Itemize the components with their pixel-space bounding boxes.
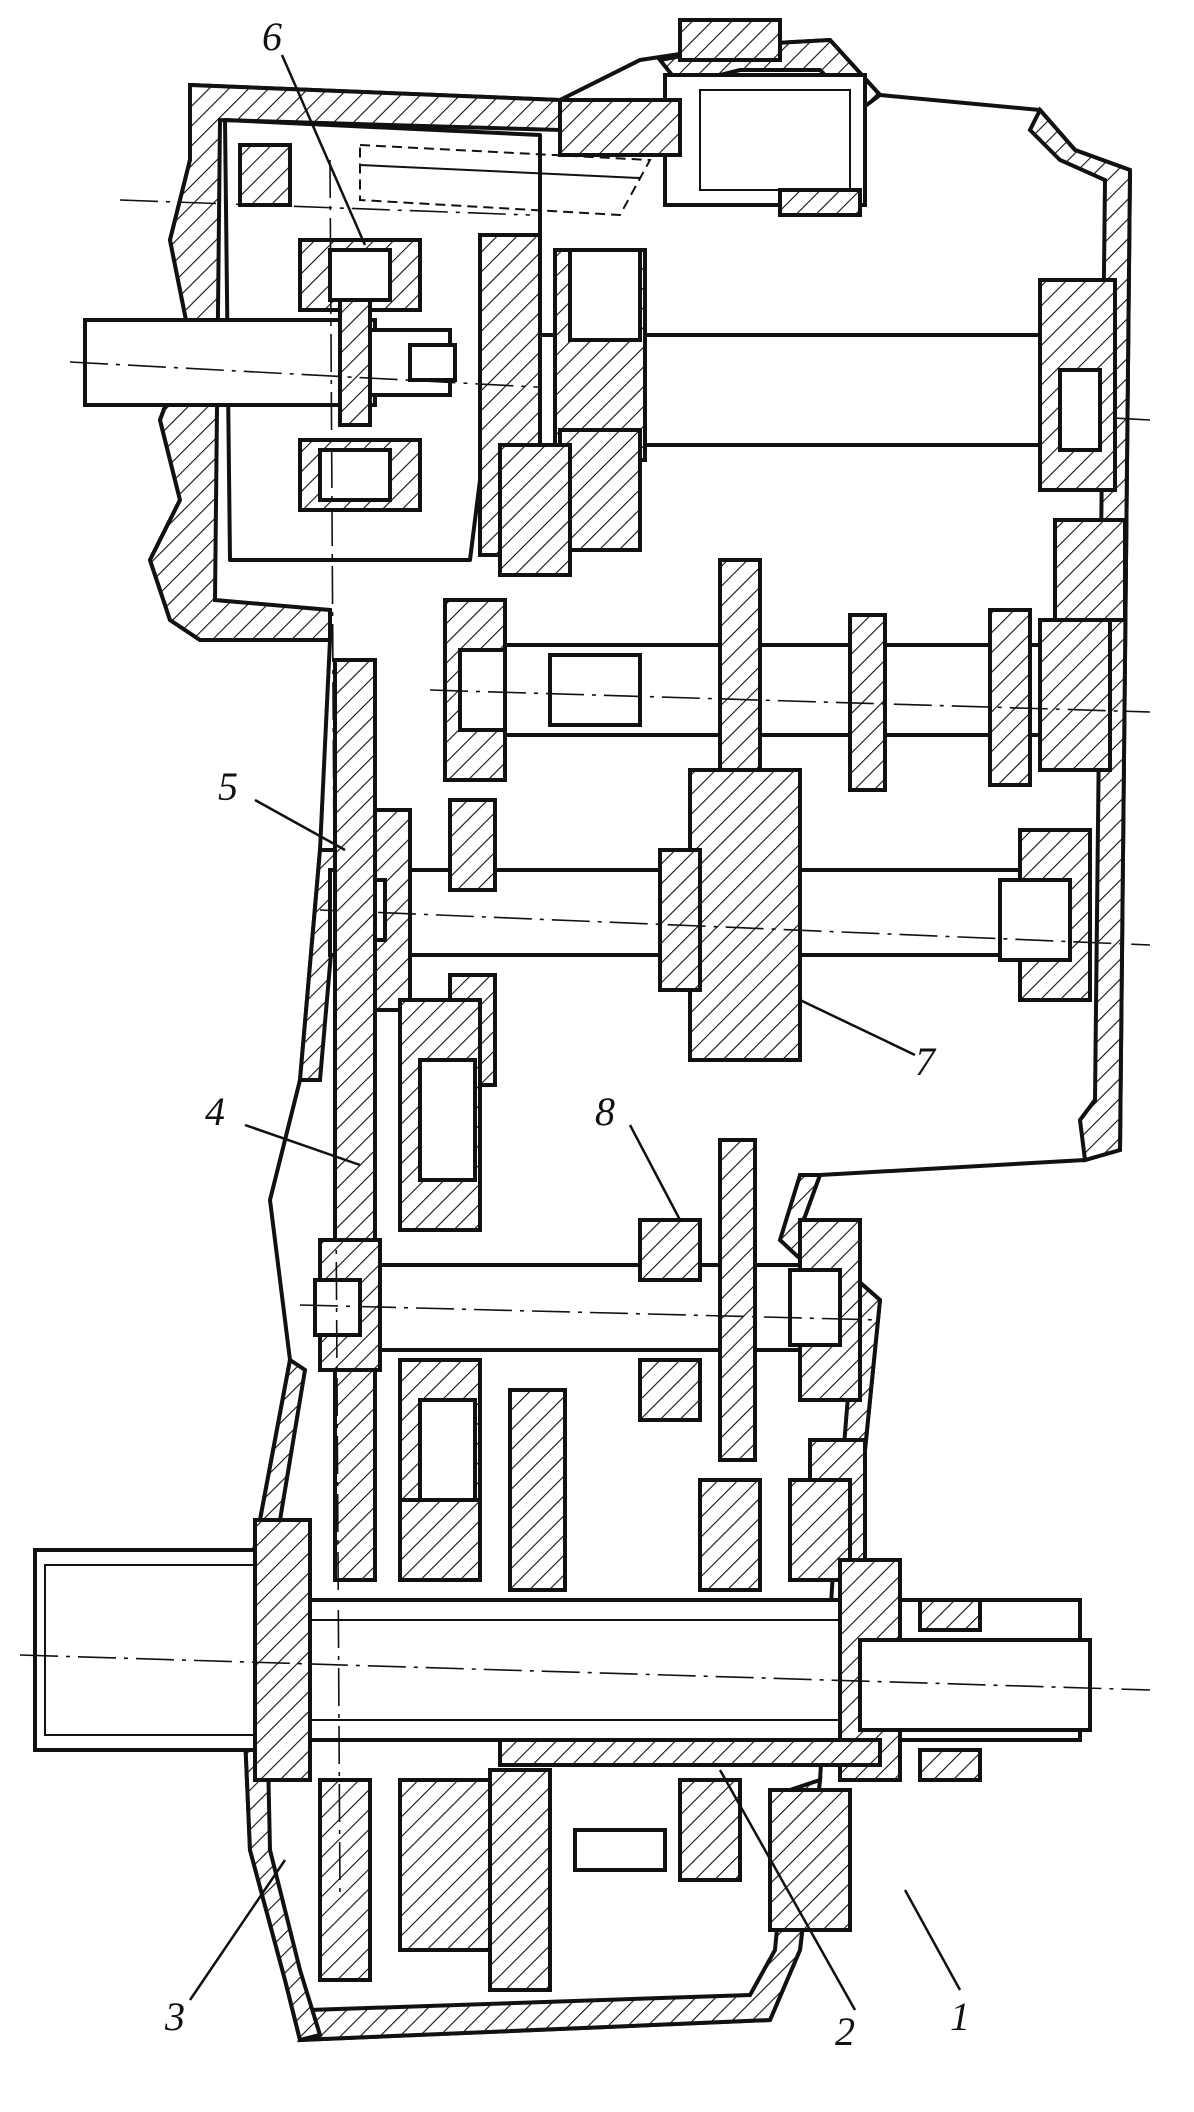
- bottom-gears: [318, 1768, 852, 1992]
- label-4: 4: [205, 1089, 225, 1134]
- second-shaft: [429, 558, 1151, 842]
- label-8: 8: [595, 1089, 615, 1134]
- upper-shaft-6: [69, 298, 1151, 427]
- label-1: 1: [950, 1994, 970, 2039]
- label-5: 5: [218, 764, 238, 809]
- countershaft-4: [333, 658, 482, 1582]
- lower-shaft-8: [299, 1138, 881, 1562]
- upper-main-shaft: [498, 248, 1127, 622]
- label-2: 2: [835, 2009, 855, 2054]
- label-7: 7: [915, 1039, 937, 1084]
- label-3: 3: [164, 1994, 185, 2039]
- part-labels: 6 5 4 8 7 3 2 1: [164, 14, 970, 2054]
- top-cover: [558, 18, 867, 217]
- label-6: 6: [262, 14, 282, 59]
- main-output-shaft: [19, 1518, 1151, 1782]
